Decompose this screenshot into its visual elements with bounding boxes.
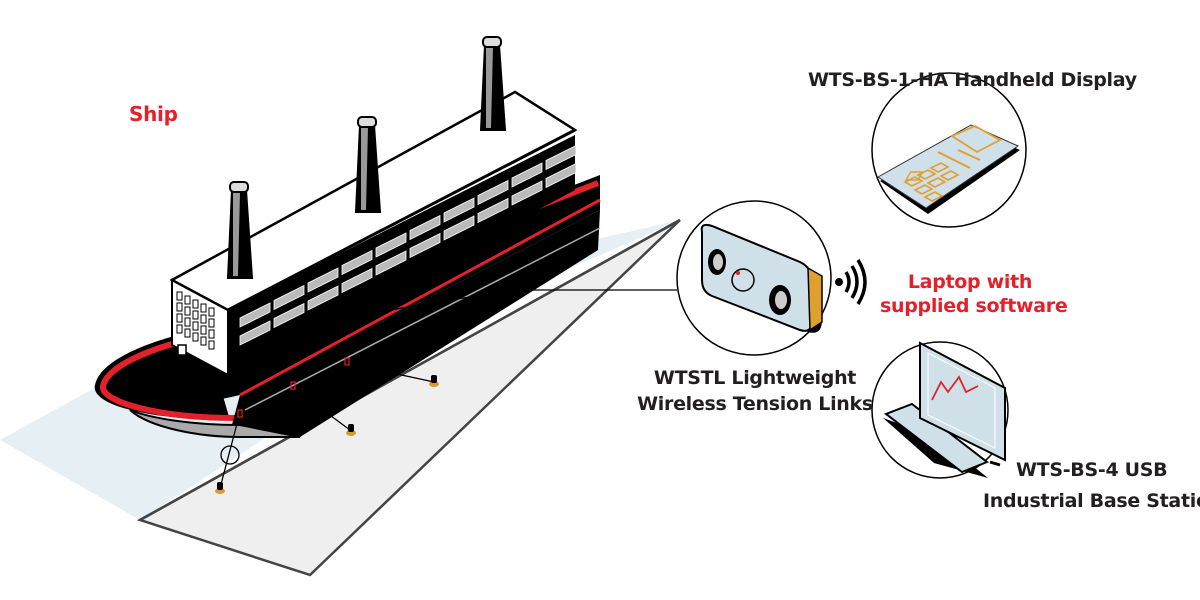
side-window-block — [443, 215, 475, 241]
handheld-key — [926, 177, 947, 188]
handheld-key — [929, 162, 950, 173]
ship-deck-red — [239, 198, 601, 397]
front-window — [200, 336, 207, 346]
ship-hull-underside — [129, 409, 301, 438]
side-window-block — [375, 250, 407, 276]
handheld-display-icon — [871, 72, 1027, 228]
front-window — [208, 318, 215, 328]
ship-icon — [94, 36, 601, 438]
front-window — [208, 329, 215, 339]
side-window-block — [273, 284, 305, 311]
front-window — [192, 332, 199, 342]
bollard-icon — [346, 424, 356, 436]
handheld-key — [939, 170, 960, 181]
side-window-block — [341, 267, 373, 294]
front-window — [176, 302, 183, 312]
tension-links-label-line1: WTSTL Lightweight — [653, 367, 857, 389]
handheld-key — [916, 169, 937, 180]
front-window — [208, 307, 215, 317]
mooring-line-1 — [219, 419, 240, 489]
side-window-block — [307, 267, 339, 293]
front-window — [192, 310, 199, 320]
side-windows — [239, 144, 577, 346]
laptop-label-line2: supplied software — [880, 295, 1068, 317]
front-window — [184, 295, 191, 305]
front-window — [192, 321, 199, 331]
ship-hull-stripe — [244, 227, 601, 411]
ship-label: Ship — [129, 102, 178, 126]
side-window-block — [273, 302, 305, 329]
laptop-label-line1: Laptop with — [907, 271, 1033, 293]
side-window-block — [511, 162, 543, 188]
callout-line — [389, 289, 677, 311]
link-marker-1 — [237, 409, 243, 418]
handheld-key — [913, 184, 934, 195]
side-window-block — [545, 144, 577, 171]
superstructure-top-edge — [227, 128, 576, 312]
handheld-key — [923, 191, 944, 202]
tension-link-icon — [676, 200, 832, 356]
side-window-block — [239, 302, 271, 328]
side-window-block — [477, 179, 509, 206]
tension-links-label: WTSTL Lightweight Wireless Tension Links — [635, 366, 875, 416]
funnel-1 — [226, 181, 254, 279]
side-window-block — [375, 232, 407, 258]
funnel-2 — [354, 116, 382, 213]
front-window — [192, 299, 199, 309]
side-window-block — [511, 180, 543, 206]
bollard-icon — [215, 482, 225, 494]
bollard-icon — [429, 375, 439, 387]
side-window-block — [545, 162, 577, 189]
front-window — [176, 291, 183, 301]
front-window — [176, 313, 183, 323]
front-window — [184, 317, 191, 327]
front-window — [208, 340, 215, 350]
wireless-signal-icon — [835, 259, 867, 305]
link-marker-2 — [290, 381, 296, 390]
side-window-block — [409, 214, 441, 241]
side-window-block — [443, 197, 475, 223]
tension-link-marker — [312, 397, 332, 417]
tension-link-marker — [375, 358, 395, 378]
quay-edge — [139, 218, 681, 522]
front-door — [177, 344, 187, 356]
front-window — [176, 324, 183, 334]
tension-link-marker — [220, 445, 240, 465]
side-window-block — [307, 285, 339, 311]
handheld-key — [903, 176, 924, 187]
mooring-line-2 — [299, 392, 351, 431]
side-window-block — [477, 197, 509, 224]
side-window-block — [239, 320, 271, 346]
side-window-block — [341, 249, 373, 276]
base-station-label-line1: WTS-BS-4 USB — [1016, 459, 1168, 481]
front-window — [200, 325, 207, 335]
front-window — [200, 314, 207, 324]
laptop-label: Laptop with supplied software — [880, 270, 1068, 318]
laptop-chart-line — [931, 375, 979, 401]
side-window-block — [409, 232, 441, 259]
ship-hull-redband — [100, 180, 600, 421]
front-window — [200, 303, 207, 313]
front-window — [184, 306, 191, 316]
front-windows — [176, 291, 215, 350]
handheld-display-label: WTS-BS-1-HA Handheld Display — [808, 69, 1137, 91]
base-station-label-line2: Industrial Base Station — [983, 490, 1200, 512]
tension-links-label-line2: Wireless Tension Links — [637, 393, 873, 415]
link-marker-3 — [344, 357, 350, 366]
laptop-icon — [871, 341, 1009, 479]
funnel-3 — [479, 36, 507, 131]
front-window — [184, 328, 191, 338]
mooring-line-3 — [354, 358, 435, 383]
